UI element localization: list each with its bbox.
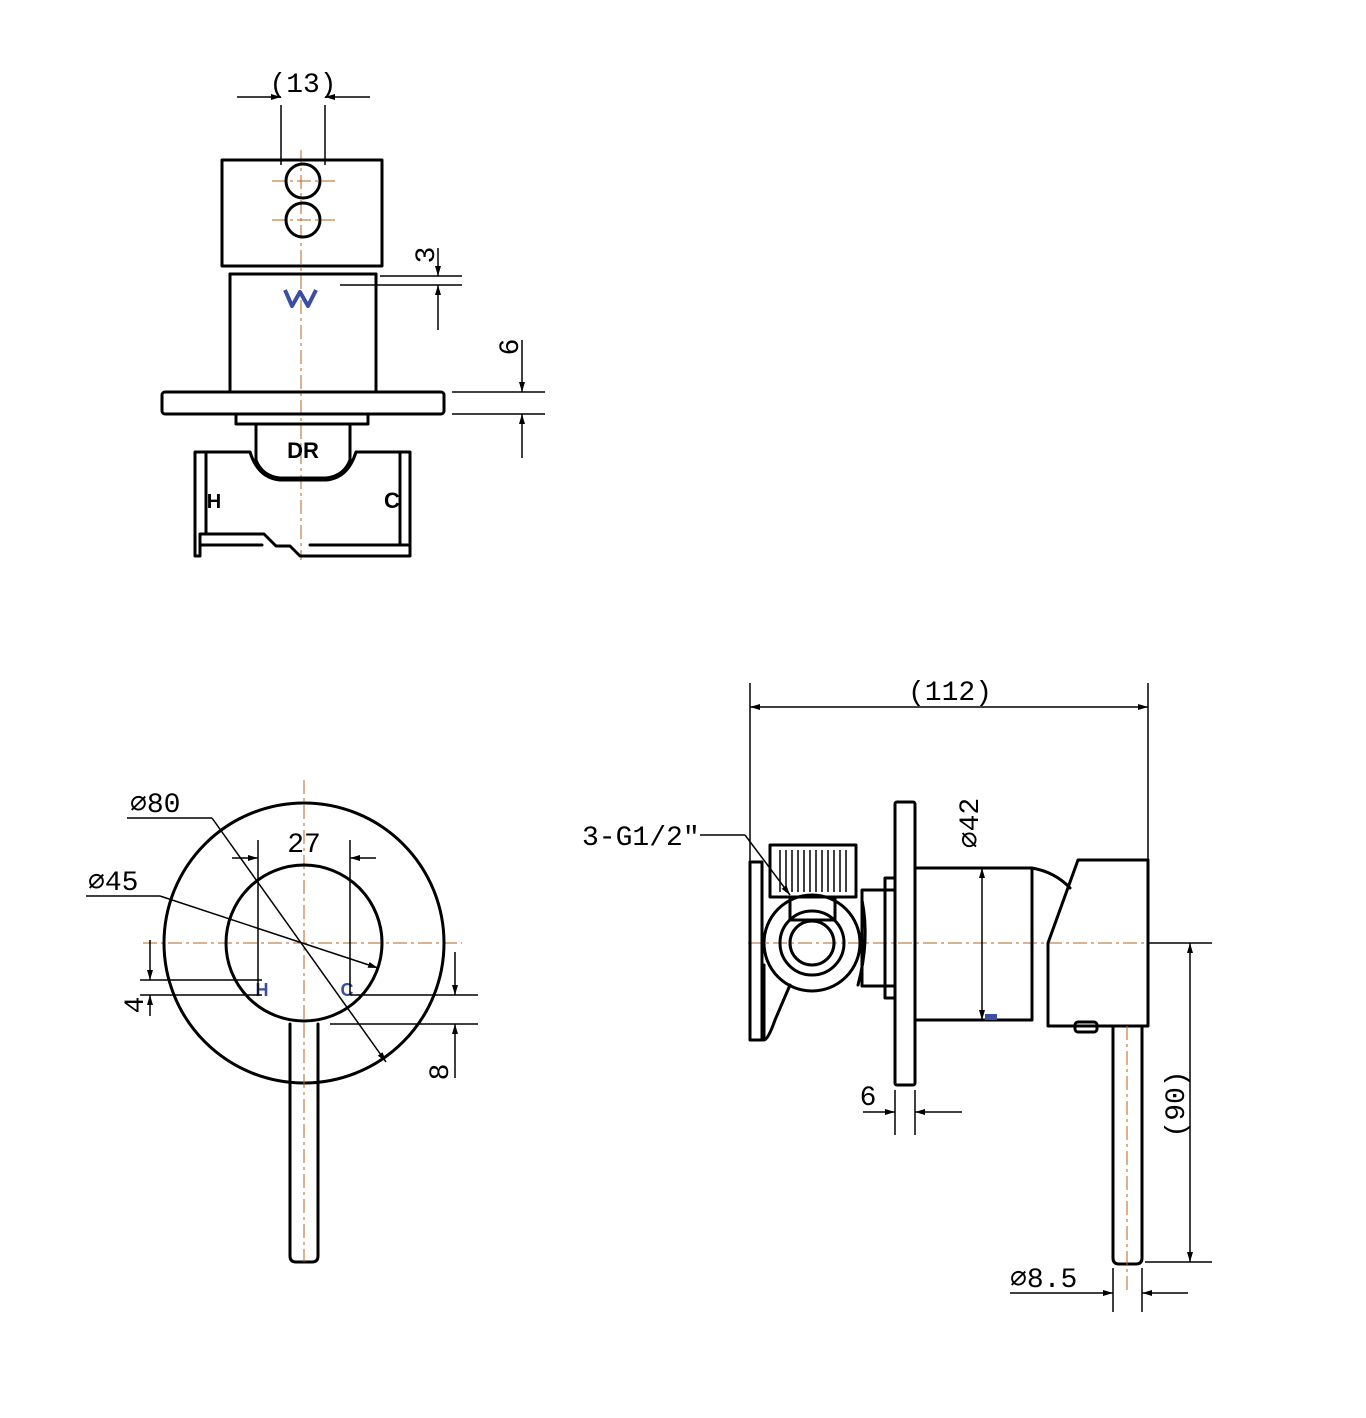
path (788, 895, 837, 922)
body-mark-dr: DR (287, 438, 319, 463)
path (856, 898, 867, 987)
front-view: H C 27 ∅80 ∅45 4 8 (86, 780, 478, 1264)
rect (234, 412, 370, 426)
handle-hole-top (284, 162, 322, 200)
cold-mark: C (384, 488, 400, 513)
dim-top-gap: 3 (412, 247, 443, 264)
dim-diameter-42: ∅42 (956, 798, 987, 848)
inlet-ring (762, 893, 862, 993)
path (762, 963, 792, 1042)
dim-spacing-27: 27 (287, 830, 321, 861)
dim-top-width: (13) (269, 70, 336, 101)
path (254, 422, 352, 480)
side-view: 3-G1/2" (112) ∅42 6 (90) ∅8.5 (582, 678, 1212, 1312)
line (744, 834, 791, 896)
circle (778, 909, 846, 977)
dim-plate-thickness-side: 6 (860, 1083, 877, 1114)
handle-hole-bottom (284, 201, 322, 239)
handle-hub (224, 863, 384, 1023)
rect (860, 888, 897, 988)
dim-overall-length: (112) (908, 678, 992, 709)
line (159, 895, 379, 969)
dim-offset-4: 4 (121, 997, 152, 1014)
wall-plate-top (160, 390, 446, 416)
top-view: DR H C (13) 3 6 (160, 70, 545, 560)
valve-housing (193, 450, 412, 558)
watermark-w-icon (283, 289, 318, 308)
hot-mark: H (207, 491, 221, 513)
dim-diameter-80: ∅80 (130, 790, 180, 821)
thread-spec: 3-G1/2" (582, 823, 700, 854)
line (211, 817, 387, 1063)
front-cold-mark: C (341, 980, 354, 1000)
rect (985, 1014, 997, 1020)
path (1030, 866, 1072, 890)
threaded-fitting (768, 843, 858, 899)
rect (883, 876, 897, 1000)
dim-handle-height: (90) (1162, 1070, 1193, 1137)
dim-offset-8: 8 (426, 1064, 457, 1081)
dim-diameter-45: ∅45 (88, 868, 138, 899)
dim-plate-thickness-top: 6 (496, 339, 527, 356)
dim-handle-diameter: ∅8.5 (1010, 1265, 1077, 1296)
rect (1073, 1020, 1099, 1034)
handle-block (220, 158, 384, 268)
body-cylinder (913, 866, 1034, 1022)
thread-hatch (779, 850, 847, 892)
path (748, 860, 764, 1042)
